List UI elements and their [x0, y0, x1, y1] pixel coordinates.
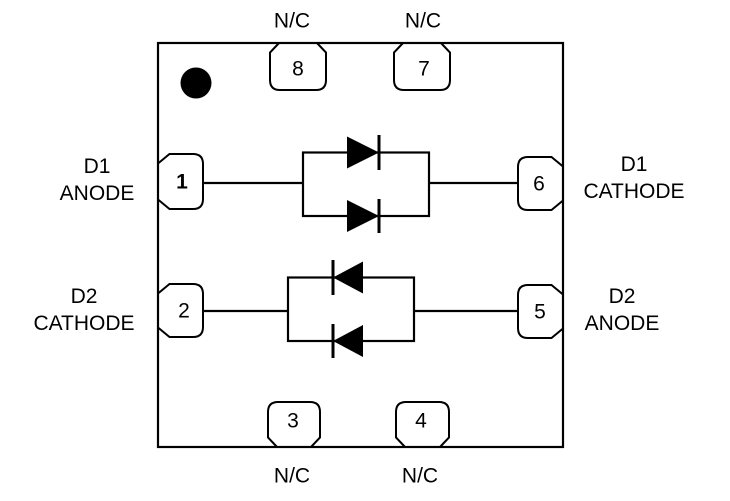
pin1-function-line2: ANODE: [59, 182, 135, 205]
d2-diode-bottom-icon: [331, 324, 363, 358]
pin1-function-line1: D1: [83, 155, 111, 178]
pin5-function-label: D2 ANODE: [585, 283, 660, 337]
pin6-function-label: D1 CATHODE: [583, 151, 684, 205]
pin-number-1: 1: [176, 170, 188, 194]
pin5-function-line1: D2: [608, 285, 636, 308]
pin6-function-line2: CATHODE: [583, 180, 685, 203]
pad-pin-3: [267, 401, 321, 448]
d1-diode-bottom-anode-triangle: [347, 200, 379, 232]
pin-number-7: 7: [418, 57, 430, 81]
pin2-function-line1: D2: [70, 285, 98, 308]
pin1-function-label: D1 ANODE: [60, 153, 135, 207]
d1-diode-bottom-icon: [347, 199, 381, 233]
pad-pin-7: [393, 42, 451, 91]
d1-diode-top-icon: [347, 135, 381, 170]
pin5-function-line2: ANODE: [584, 312, 660, 335]
d1-parallel-loop: [301, 151, 431, 218]
d2-diode-top-icon: [331, 260, 363, 295]
package-outline: [156, 41, 565, 449]
pin-number-3: 3: [287, 409, 299, 433]
pin4-nc-label: N/C: [401, 464, 439, 488]
d2-diode-top-anode-triangle: [333, 261, 363, 294]
pad-pin-4: [395, 401, 450, 448]
pin-number-2: 2: [178, 299, 190, 323]
pin2-function-label: D2 CATHODE: [33, 283, 134, 337]
pin-number-6: 6: [533, 172, 545, 196]
pad-pin-1: [157, 153, 204, 210]
d2-diode-bottom-anode-triangle: [333, 325, 363, 357]
pin2-function-line2: CATHODE: [33, 312, 135, 335]
pin1-indicator-dot-icon: [180, 67, 212, 99]
pin8-nc-label: N/C: [273, 9, 311, 33]
pin6-function-line1: D1: [620, 153, 648, 176]
pad-pin-8: [269, 42, 327, 91]
pin-number-5: 5: [534, 300, 546, 324]
pin7-nc-label: N/C: [404, 9, 442, 33]
pin-number-8: 8: [292, 57, 304, 81]
pin-number-4: 4: [415, 409, 427, 433]
pin3-nc-label: N/C: [273, 464, 311, 488]
d1-diode-top-anode-triangle: [347, 136, 379, 169]
